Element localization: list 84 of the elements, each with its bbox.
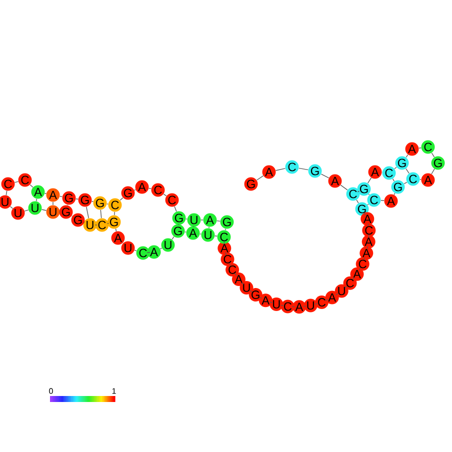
node-label: C [318,298,326,307]
backbone-line [314,303,318,305]
backbone-line [340,184,348,190]
node-label: U [307,301,314,310]
backbone-line [368,234,370,238]
base-pair-line [114,212,115,216]
backbone-line [6,190,8,196]
backbone-line [174,206,177,212]
scale-label: 1 [112,388,116,394]
node-label: C [284,302,292,311]
node-label: A [362,248,370,258]
backbone-line [134,189,136,191]
backbone-line [358,268,361,270]
backbone-line [216,220,220,222]
backbone-line [172,236,174,240]
backbone-line [44,193,47,194]
backbone-line [320,174,330,178]
backbone-line [41,209,47,211]
backbone-line [146,252,150,253]
backbone-line [106,222,110,224]
base-pair-line [368,194,370,196]
backbone-line [241,282,244,285]
node-label: A [262,296,270,305]
backbone-line [364,257,366,260]
base-pair-line [406,168,410,174]
backbone-line [292,306,295,308]
backbone-line [148,188,152,190]
backbone-line [225,252,227,256]
backbone-line [325,299,328,301]
backbone-line [259,296,262,299]
node-label: A [220,244,228,252]
base-pair-line [225,228,226,231]
backbone-line [275,168,286,171]
backbone-line [30,184,34,188]
backbone-line [404,182,408,184]
backbone-line [336,293,338,296]
base-pair-line [392,178,395,182]
backbone-line [431,152,435,158]
backbone-line [10,206,14,209]
backbone-line [280,304,284,306]
base-pair-line [52,202,54,206]
backbone-line [120,197,124,201]
backbone-line [76,198,78,200]
backbone-line [364,212,366,216]
backbone-line [250,290,252,292]
backbone-line [380,200,384,201]
backbone-line [59,196,63,198]
backbone-line [14,181,19,183]
backbone-line [256,176,264,180]
backbone-line [163,194,167,196]
backbone-line [344,286,348,288]
base-pair-line [86,206,89,219]
backbone-line [94,224,98,226]
backbone-line [406,154,408,158]
backbone-line [357,190,360,192]
backbone-line [229,263,231,266]
backbone-line [91,201,94,202]
backbone-line [234,273,237,276]
backbone-line [160,248,162,250]
node-label: A [328,293,336,302]
node-label: C [224,254,232,264]
backbone-line [420,179,422,180]
base-pair-line [208,226,210,228]
backbone-line [394,166,397,170]
backbone-line [224,240,225,244]
backbone-line [366,246,368,249]
backbone-line [24,210,29,212]
backbone-line [134,250,137,252]
node-label: U [272,300,280,308]
backbone-line [431,168,435,174]
backbone-line [352,277,355,280]
backbone-line [270,302,272,304]
backbone-line [367,204,369,206]
backbone-line [368,223,369,226]
scale-label: 0 [49,388,53,394]
backbone-line [394,192,396,196]
base-pair-line [100,210,102,218]
base-pair-line [356,200,359,204]
backbone-line [298,168,308,170]
backbone-line [367,177,372,184]
backbone-line [303,306,306,307]
backbone-line [115,228,117,232]
base-pair-line [36,198,38,202]
backbone-line [186,218,188,220]
